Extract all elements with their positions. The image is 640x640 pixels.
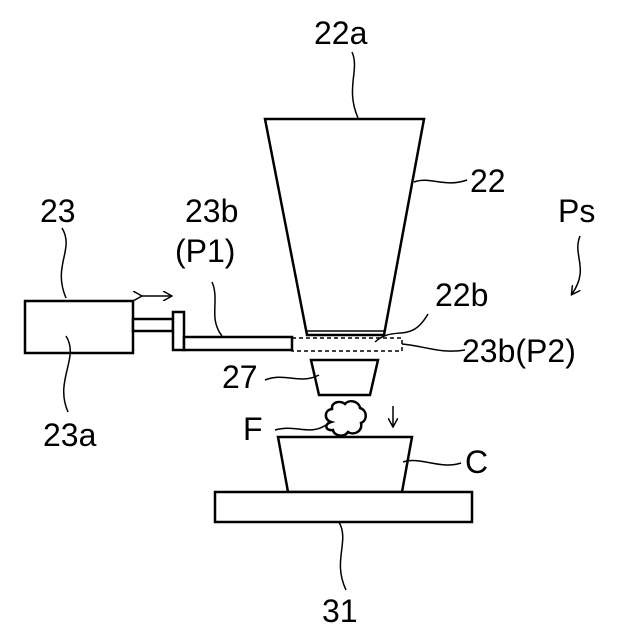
label-p1: (P1) (175, 233, 235, 269)
pusher-inner-rod (133, 319, 173, 331)
leader-22a (352, 52, 358, 118)
rod-position-p1 (184, 337, 292, 350)
label-22b: 22b (435, 277, 488, 313)
leader-31 (339, 522, 346, 590)
pusher-plate (173, 312, 184, 350)
label-23: 23 (40, 193, 76, 229)
label-ps: Ps (558, 193, 595, 229)
leader-22 (414, 180, 467, 183)
label-31: 31 (322, 593, 358, 629)
label-22: 22 (470, 163, 506, 199)
pusher-body (25, 301, 133, 353)
label-27: 27 (222, 359, 258, 395)
rod-position-p2 (292, 338, 402, 351)
table (215, 492, 472, 522)
label-23b-p2: 23b(P2) (462, 333, 576, 369)
food-item (326, 401, 366, 435)
label-f: F (243, 411, 263, 447)
label-23a: 23a (43, 417, 97, 453)
label-23b: 23b (185, 193, 238, 229)
leader-f (275, 425, 326, 430)
hopper (265, 119, 424, 335)
leader-23b (212, 282, 222, 336)
leader-27 (265, 375, 319, 380)
label-22a: 22a (314, 15, 368, 51)
label-c: C (465, 444, 488, 480)
leader-c (403, 460, 461, 465)
leader-ps (572, 236, 580, 294)
guide-chute (311, 360, 378, 395)
leader-p2 (402, 344, 465, 351)
leader-23 (61, 228, 66, 298)
container (278, 437, 412, 492)
